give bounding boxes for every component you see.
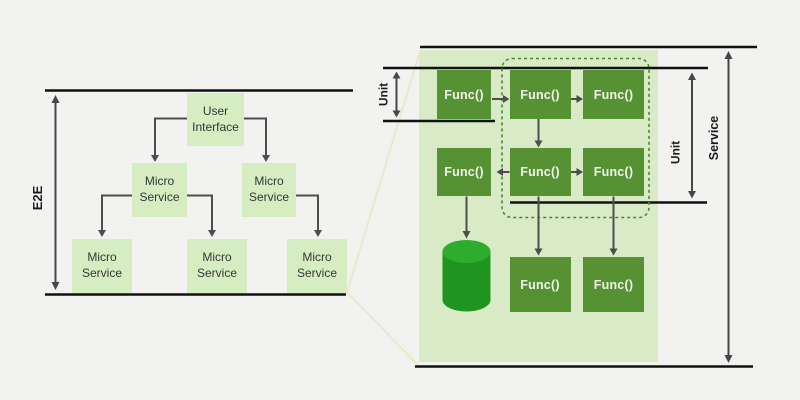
node-user-interface: User Interface: [187, 93, 244, 146]
node-micro-service-bottom-right: Micro Service: [287, 239, 347, 293]
func-box-r2c2: Func(): [509, 148, 571, 196]
connector-ui-to-mid-left: [154, 117, 187, 156]
func-box-r3c3: Func(): [583, 257, 644, 312]
connector-mid-right-to-bottom-right: [296, 194, 319, 231]
connector-mid-left-to-bottom-center: [187, 194, 213, 231]
node-micro-service-bottom-center: Micro Service: [187, 239, 247, 293]
func-box-r1c3: Func(): [583, 70, 644, 119]
service-label: Service: [707, 115, 721, 161]
unit-group-dashed-border: [501, 57, 650, 219]
node-micro-service-bottom-left: Micro Service: [72, 239, 132, 293]
connector-ui-to-mid-right: [244, 117, 267, 156]
func-box-r1c2: Func(): [509, 70, 571, 119]
measure-arrows: [51, 51, 733, 363]
node-micro-service-mid-right: Micro Service: [242, 163, 296, 217]
func-box-r3c2: Func(): [509, 257, 571, 312]
func-box-r2c1: Func(): [437, 148, 491, 196]
tree-connectors: [98, 117, 322, 237]
func-connectors: [462, 95, 618, 256]
ruler-lines: [45, 45, 757, 368]
unit-label-inner: Unit: [668, 140, 682, 165]
zoom-guide-lines: [346, 50, 421, 365]
connector-mid-left-to-bottom-left: [101, 194, 132, 231]
e2e-label: E2E: [29, 185, 45, 211]
unit-label-outer: Unit: [376, 82, 390, 107]
func-box-r1c1: Func(): [437, 70, 491, 119]
node-micro-service-mid-left: Micro Service: [132, 163, 187, 217]
database-icon: [442, 240, 491, 312]
func-box-r2c3: Func(): [583, 148, 644, 196]
